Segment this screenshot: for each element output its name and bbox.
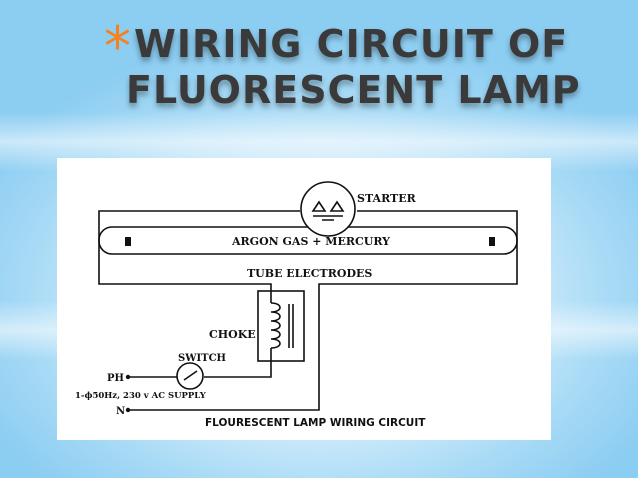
wire-left-bottom (98, 241, 272, 291)
electrode-right (489, 237, 495, 246)
title-line-1: WIRING CIRCUIT OF (134, 22, 569, 66)
switch-lever-icon (183, 370, 198, 381)
starter-label: STARTER (357, 192, 417, 205)
neutral-label: N (116, 406, 125, 417)
diagram-caption: FLOURESCENT LAMP WIRING CIRCUIT (205, 417, 426, 429)
phase-label: PH (107, 373, 124, 384)
starter-capacitor-icon (313, 215, 343, 221)
electrodes-label: TUBE ELECTRODES (247, 267, 372, 280)
choke-coil-icon (270, 302, 281, 349)
wiring-diagram: STARTER ARGON GAS + MERCURY TUBE ELECTRO… (75, 181, 518, 429)
wire-choke-switch (204, 361, 272, 378)
bullet-asterisk: * (104, 15, 131, 78)
switch-circle (176, 362, 204, 390)
wire-left-top (98, 210, 300, 241)
starter-circle (300, 181, 356, 237)
phase-terminal (125, 374, 131, 380)
gas-label: ARGON GAS + MERCURY (231, 235, 390, 248)
switch-label: SWITCH (178, 353, 226, 364)
wire-right-neutral (128, 241, 518, 411)
neutral-terminal (125, 407, 131, 413)
choke-label: CHOKE (209, 328, 256, 341)
starter-contact-right (329, 200, 345, 212)
choke-core (288, 304, 294, 348)
choke-box (257, 290, 305, 362)
starter-contact-left (311, 200, 327, 212)
wire-right-top (357, 210, 518, 241)
electrode-left (125, 237, 131, 246)
title-line-2: FLUORESCENT LAMP (126, 68, 581, 112)
wiring-diagram-panel: STARTER ARGON GAS + MERCURY TUBE ELECTRO… (57, 158, 551, 440)
supply-label: 1-ϕ50Hz, 230 v AC SUPPLY (75, 391, 207, 401)
